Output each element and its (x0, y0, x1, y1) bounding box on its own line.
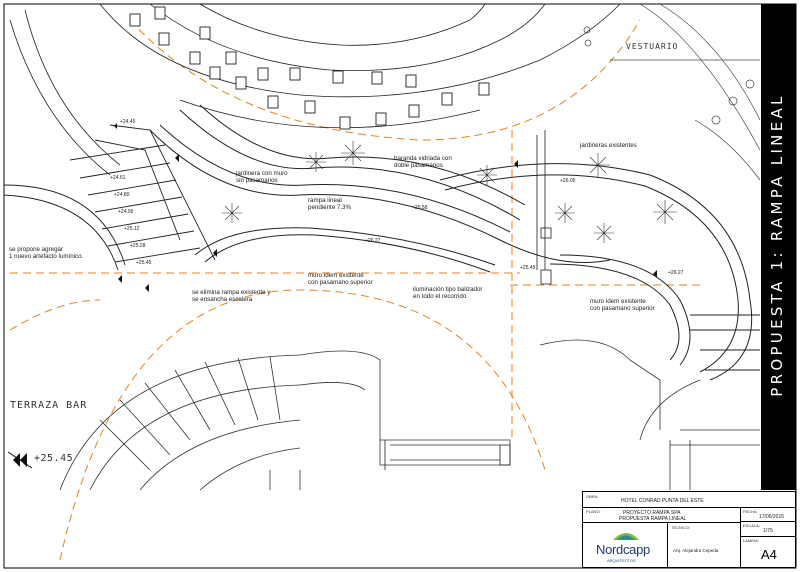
note-muro-idem-2: muro idem existente con pasamano superio… (590, 298, 655, 312)
lamina-label: LÁMINA: (743, 538, 760, 543)
lamina-value: A4 (761, 547, 777, 562)
note-jardineras-existentes: jardineras existentes (580, 142, 637, 149)
level-label: +24.95 (118, 209, 134, 215)
note-muro-idem-1: muro idem existente con pasamano superio… (308, 272, 373, 286)
plano-value-1: PROYECTO RAMPA SPA (623, 510, 681, 516)
title-block-divider (740, 536, 795, 537)
sheet-title-band (761, 4, 796, 490)
note-baranda: baranda vidriada con doble pasamanos (394, 155, 452, 169)
title-block-vdivider (740, 507, 741, 567)
level-label: +26.27 (668, 270, 684, 276)
area-label-terraza-bar: TERRAZA BAR (10, 400, 88, 411)
escala-label: ESCALA: (743, 523, 760, 528)
title-block-divider (583, 507, 795, 508)
level-label-main: +25.45 (34, 453, 74, 464)
plano-label: PLANO: (586, 509, 601, 514)
sheet-title: PROPUESTA 1: RAMPA LINEAL (768, 93, 786, 397)
level-label: +26.27 (365, 238, 381, 244)
level-label: +24.80 (114, 192, 130, 198)
note-se-elimina: se elimina rampa existente y se ensancha… (192, 289, 271, 303)
upper-arcs (9, 3, 621, 176)
fecha-label: FECHA: (743, 509, 758, 514)
brand-name: Nordcapp (596, 542, 650, 557)
note-rampa-lineal: rampa lineal pendiente 7.3% (308, 197, 352, 211)
note-jardinera-muro: jardinera con muro sin pasamanos (236, 170, 288, 184)
curved-ramp (149, 104, 611, 273)
plano-value-2: PROPUESTA RAMPA LINEAL (619, 516, 687, 522)
level-label: +25.58 (412, 205, 428, 211)
left-stair (3, 124, 216, 271)
note-se-propone: se propone agregar 1 nuevo artefacto lum… (9, 246, 84, 260)
level-label: +26.05 (560, 178, 576, 184)
square-markers (129, 6, 490, 130)
nordcapp-logo-icon (613, 533, 639, 540)
right-terrace (439, 163, 760, 381)
level-label: +25.45 (520, 265, 536, 271)
tecnico-label: TÉCNICO: (671, 525, 691, 530)
level-label: +24.61 (110, 175, 126, 181)
area-label-vestuario: VESTUARIO (626, 42, 679, 51)
obra-value: HOTEL CONRAD PUNTA DEL ESTE (621, 498, 704, 504)
title-block-vdivider (667, 522, 668, 567)
brand-subtitle: ARQUITECTOS (607, 558, 636, 563)
note-iluminacion: iluminación tipo balizador en todo el re… (413, 286, 483, 300)
level-symbols (114, 123, 657, 292)
title-block: OBRA: HOTEL CONRAD PUNTA DEL ESTE PLANO:… (582, 491, 796, 568)
escala-value: 1/75 (763, 528, 773, 534)
fecha-value: 17/06/2015 (759, 514, 785, 520)
sheet-frame (3, 3, 797, 569)
level-label: +25.12 (124, 226, 140, 232)
level-label: +24.45 (120, 119, 136, 125)
misc-details (384, 130, 552, 470)
tecnico-value: Arq. Alejandra Cepeda (673, 548, 719, 553)
title-block-divider (740, 521, 795, 522)
plant-symbols (222, 141, 677, 243)
obra-label: OBRA: (586, 494, 599, 499)
level-label: +25.28 (130, 243, 146, 249)
title-block-divider (583, 522, 740, 523)
level-label: +25.45 (136, 260, 152, 266)
lower-seating (59, 339, 760, 491)
axis-lines (9, 19, 700, 561)
vestuario-block (583, 3, 761, 181)
level-marker-big (7, 451, 33, 469)
